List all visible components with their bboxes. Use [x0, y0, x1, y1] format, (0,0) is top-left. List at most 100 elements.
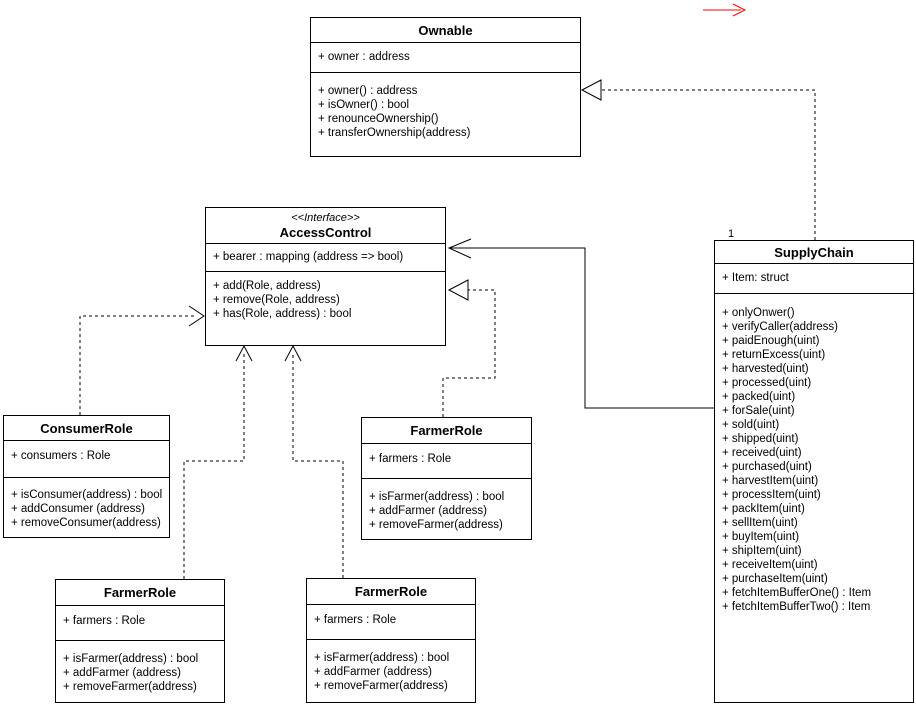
- member-line: + fetchItemBufferOne() : Item: [722, 587, 872, 599]
- class-name: Ownable: [418, 22, 473, 38]
- open-arrowhead: [188, 305, 205, 327]
- class-ownable-attributes: + owner : address: [311, 43, 580, 73]
- red-arrow[interactable]: [703, 3, 747, 17]
- member-line: + renounceOwnership(): [318, 113, 439, 125]
- member-line: + purchaseItem(uint): [722, 573, 828, 585]
- member-line: + addFarmer (address): [63, 667, 181, 679]
- class-farmerrole-bottom-center-methods: + isFarmer(address) : bool + addFarmer (a…: [307, 640, 475, 702]
- class-consumerrole[interactable]: ConsumerRole + consumers : Role + isCons…: [3, 415, 170, 538]
- class-ownable-header: Ownable: [311, 18, 580, 43]
- member-line: + fetchItemBufferTwo() : Item: [722, 601, 871, 613]
- member-line: + sellItem(uint): [722, 517, 798, 529]
- dependency-line[interactable]: [79, 315, 197, 415]
- class-ownable[interactable]: Ownable + owner : address + owner() : ad…: [310, 17, 581, 157]
- class-farmerrole-bottom-left-attributes: + farmers : Role: [56, 606, 224, 641]
- class-farmerrole-bottom-center-header: FarmerRole: [307, 579, 475, 605]
- class-farmerrole-middle-attributes: + farmers : Role: [362, 444, 531, 479]
- dependency-line[interactable]: [292, 354, 344, 578]
- member-line: + removeFarmer(address): [314, 680, 448, 692]
- class-consumerrole-header: ConsumerRole: [4, 416, 169, 441]
- member-line: + farmers : Role: [63, 615, 146, 627]
- member-line: + paidEnough(uint): [722, 335, 820, 347]
- member-line: + owner : address: [318, 51, 410, 63]
- class-name: FarmerRole: [103, 585, 177, 600]
- association-edge-supplychain-to-accesscontrol[interactable]: [447, 238, 714, 409]
- class-supplychain-methods: + onlyOnwer() + verifyCaller(address) + pa…: [715, 294, 913, 702]
- member-line: + buyItem(uint): [722, 531, 800, 543]
- class-name: ConsumerRole: [40, 420, 133, 436]
- association-line[interactable]: [450, 247, 714, 409]
- class-supplychain[interactable]: SupplyChain + Item: struct + onlyOnwer()…: [714, 240, 914, 703]
- class-name: FarmerRole: [354, 584, 428, 599]
- dependency-edge-farmerrole-bottomcenter-to-accesscontrol[interactable]: [284, 344, 344, 578]
- member-line: + removeConsumer(address): [11, 517, 161, 529]
- multiplicity-label: 1: [727, 228, 736, 240]
- member-line: + purchased(uint): [722, 461, 812, 473]
- hollow-triangle-arrowhead: [580, 79, 602, 101]
- member-line: + isOwner() : bool: [318, 99, 410, 111]
- class-supplychain-header: SupplyChain: [715, 241, 913, 264]
- dependency-edge-consumerrole-to-accesscontrol[interactable]: [79, 305, 205, 415]
- member-line: + addFarmer (address): [369, 505, 487, 517]
- member-line: + sold(uint): [722, 419, 780, 431]
- member-line: + isFarmer(address) : bool: [314, 652, 450, 664]
- member-line: + receiveItem(uint): [722, 559, 818, 571]
- member-line: + packed(uint): [722, 391, 796, 403]
- class-farmerrole-bottom-center[interactable]: FarmerRole + farmers : Role + isFarmer(a…: [306, 578, 476, 703]
- member-line: + transferOwnership(address): [318, 127, 471, 139]
- member-line: + add(Role, address): [213, 280, 321, 292]
- realization-line[interactable]: [601, 89, 816, 240]
- open-arrowhead: [447, 238, 472, 259]
- class-farmerrole-middle[interactable]: FarmerRole + farmers : Role + isFarmer(a…: [361, 417, 532, 540]
- member-line: + removeFarmer(address): [369, 519, 503, 531]
- member-line: + has(Role, address) : bool: [213, 308, 352, 320]
- member-line: + removeFarmer(address): [63, 681, 197, 693]
- member-line: + forSale(uint): [722, 405, 795, 417]
- member-line: + remove(Role, address): [213, 294, 340, 306]
- member-line: + onlyOnwer(): [722, 307, 795, 319]
- member-line: + packItem(uint): [722, 503, 805, 515]
- member-line: + farmers : Role: [314, 614, 397, 626]
- member-line: + harvestItem(uint): [722, 475, 819, 487]
- class-farmerrole-middle-methods: + isFarmer(address) : bool + addFarmer (a…: [362, 479, 531, 539]
- member-line: + returnExcess(uint): [722, 349, 826, 361]
- hollow-triangle-arrowhead: [447, 279, 469, 301]
- realization-edge-farmerrole-middle-to-accesscontrol[interactable]: [442, 279, 496, 417]
- class-farmerrole-middle-header: FarmerRole: [362, 418, 531, 444]
- realization-edge-supplychain-to-ownable[interactable]: [580, 79, 816, 240]
- member-line: + isFarmer(address) : bool: [63, 653, 199, 665]
- member-line: + bearer : mapping (address => bool): [213, 251, 404, 263]
- open-arrowhead: [235, 344, 253, 362]
- class-ownable-methods: + owner() : address+ isOwner() : bool+ r…: [311, 73, 580, 156]
- realization-line[interactable]: [442, 289, 496, 417]
- class-accesscontrol-attributes: + bearer : mapping (address => bool): [206, 244, 445, 272]
- open-arrowhead: [284, 344, 302, 362]
- member-line: + shipped(uint): [722, 433, 799, 445]
- member-line: + addFarmer (address): [314, 666, 432, 678]
- class-accesscontrol-header: <<Interface>> AccessControl: [206, 208, 445, 244]
- class-farmerrole-bottom-center-attributes: + farmers : Role: [307, 605, 475, 640]
- dependency-line[interactable]: [183, 354, 245, 579]
- dependency-edge-farmerrole-bottomleft-to-accesscontrol[interactable]: [183, 344, 253, 579]
- class-name: FarmerRole: [410, 423, 483, 438]
- member-line: + consumers : Role: [11, 450, 111, 462]
- class-farmerrole-bottom-left[interactable]: FarmerRole + farmers : Role + isFarmer(a…: [55, 579, 225, 703]
- member-line: + Item: struct: [722, 272, 789, 284]
- class-farmerrole-bottom-left-methods: + isFarmer(address) : bool + addFarmer (a…: [56, 641, 224, 702]
- class-supplychain-attributes: + Item: struct: [715, 264, 913, 294]
- class-consumerrole-attributes: + consumers : Role: [4, 441, 169, 478]
- member-line: + verifyCaller(address): [722, 321, 838, 333]
- member-line: + farmers : Role: [369, 453, 452, 465]
- member-line: + isFarmer(address) : bool: [369, 491, 505, 503]
- member-line: + received(uint): [722, 447, 802, 459]
- member-line: + shipItem(uint): [722, 545, 802, 557]
- class-name: AccessControl: [279, 224, 372, 240]
- class-accesscontrol[interactable]: <<Interface>> AccessControl + bearer : m…: [205, 207, 446, 346]
- member-line: + processItem(uint): [722, 489, 821, 501]
- member-line: + harvested(uint): [722, 363, 809, 375]
- stereotype-label: <<Interface>>: [291, 211, 360, 224]
- member-line: + addConsumer (address): [11, 503, 145, 515]
- class-accesscontrol-methods: + add(Role, address) + remove(Role, addre…: [206, 272, 445, 345]
